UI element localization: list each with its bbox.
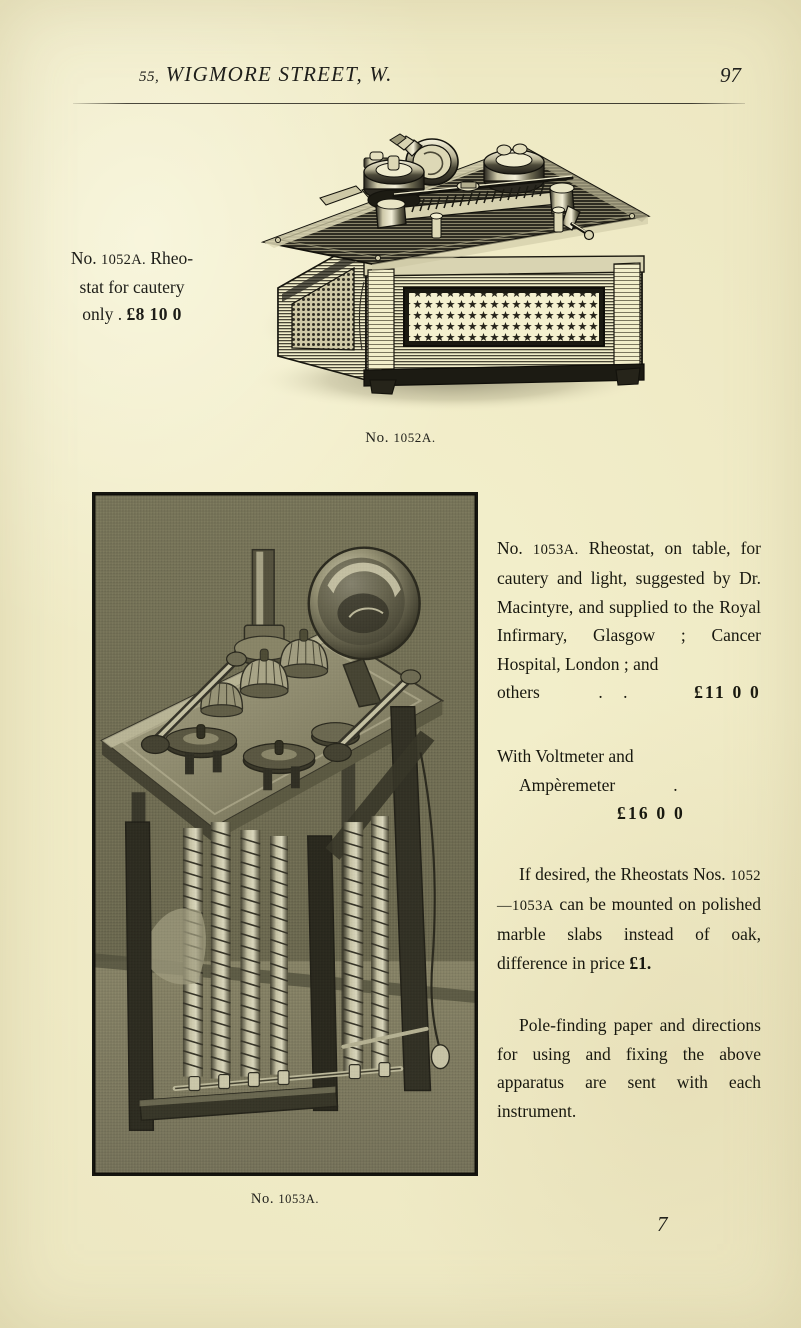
voltmeter-line-1: With Voltmeter and (497, 746, 634, 767)
street-number: 55, (139, 69, 160, 85)
caption-left-line3: only . £8 10 0 (44, 301, 220, 328)
paragraph-spacer-2 (497, 828, 761, 860)
voltmeter-line-2: Ampèremeter . (497, 771, 761, 799)
para3-before: If desired, the Rheostats Nos. (519, 863, 726, 884)
price-amount-1053a: £11 0 0 (694, 682, 761, 703)
price-label: others (497, 682, 540, 703)
caption-left-prefix: No. (70, 248, 97, 268)
paragraph-voltmeter: With Voltmeter and Ampèremeter . £16 0 0 (497, 742, 761, 827)
header-rule (73, 103, 745, 104)
running-head-title: 55, WIGMORE STREET, W. (139, 62, 393, 87)
para1-number: 1053A. (532, 542, 579, 558)
price-amount-marble: £1. (629, 952, 652, 973)
signature-folio: 7 (657, 1212, 668, 1236)
price-leader-dots: . . (598, 682, 636, 703)
paragraph-1053a-description: No. 1053A. Rheostat, on table, for caute… (497, 534, 761, 678)
figure-bottom-caption-number: 1053A. (278, 1192, 320, 1206)
caption-left-1052a: No. 1052A. Rheo- stat for cautery only .… (44, 245, 220, 328)
figure-bottom-caption-prefix: No. (250, 1191, 275, 1207)
caption-left-number: 1052A. (101, 252, 146, 268)
para3-after: can be mounted on polished marble slabs … (497, 894, 761, 973)
figure-top-caption-prefix: No. (365, 430, 390, 446)
para1-prefix: No. (497, 538, 523, 558)
figure-top-caption: No. 1052A. (0, 430, 801, 447)
figure-bottom-caption: No. 1053A. (92, 1191, 478, 1208)
running-head: 55, WIGMORE STREET, W. 97 (73, 62, 745, 96)
para3-numbers: 1052—1053A (497, 867, 761, 915)
paragraph-spacer-1 (497, 706, 761, 742)
caption-left-price: £8 10 0 (126, 304, 182, 324)
caption-left-line1: No. 1052A. Rheo- (44, 245, 220, 274)
amperemeter-label: Ampèremeter (519, 774, 616, 795)
paragraph-spacer-3 (497, 977, 761, 1011)
caption-left-rest: Rheo- (150, 248, 194, 268)
caption-left-lead: only . (82, 304, 123, 324)
paragraph-pole-finding: Pole-finding paper and directions for us… (497, 1015, 761, 1121)
paragraph-marble-option: If desired, the Rheostats Nos. 1052—1053… (497, 860, 761, 978)
figure-rheostat-photograph (92, 492, 478, 1176)
amperemeter-leader-dot: . (673, 774, 678, 795)
caption-left-line2: stat for cautery (79, 277, 185, 297)
page-number: 97 (720, 63, 741, 87)
price-amount-voltmeter: £16 0 0 (617, 803, 685, 824)
street-name: WIGMORE STREET, W. (165, 62, 393, 86)
figure-rheostat-engraving (236, 112, 656, 412)
para1-body: Rheostat, on table, for cautery and ligh… (497, 538, 761, 674)
right-text-column: No. 1053A. Rheostat, on table, for caute… (497, 534, 761, 1125)
price-row-1053a: others . . £11 0 0 (497, 678, 761, 706)
figure-top-caption-number: 1052A. (393, 430, 436, 445)
